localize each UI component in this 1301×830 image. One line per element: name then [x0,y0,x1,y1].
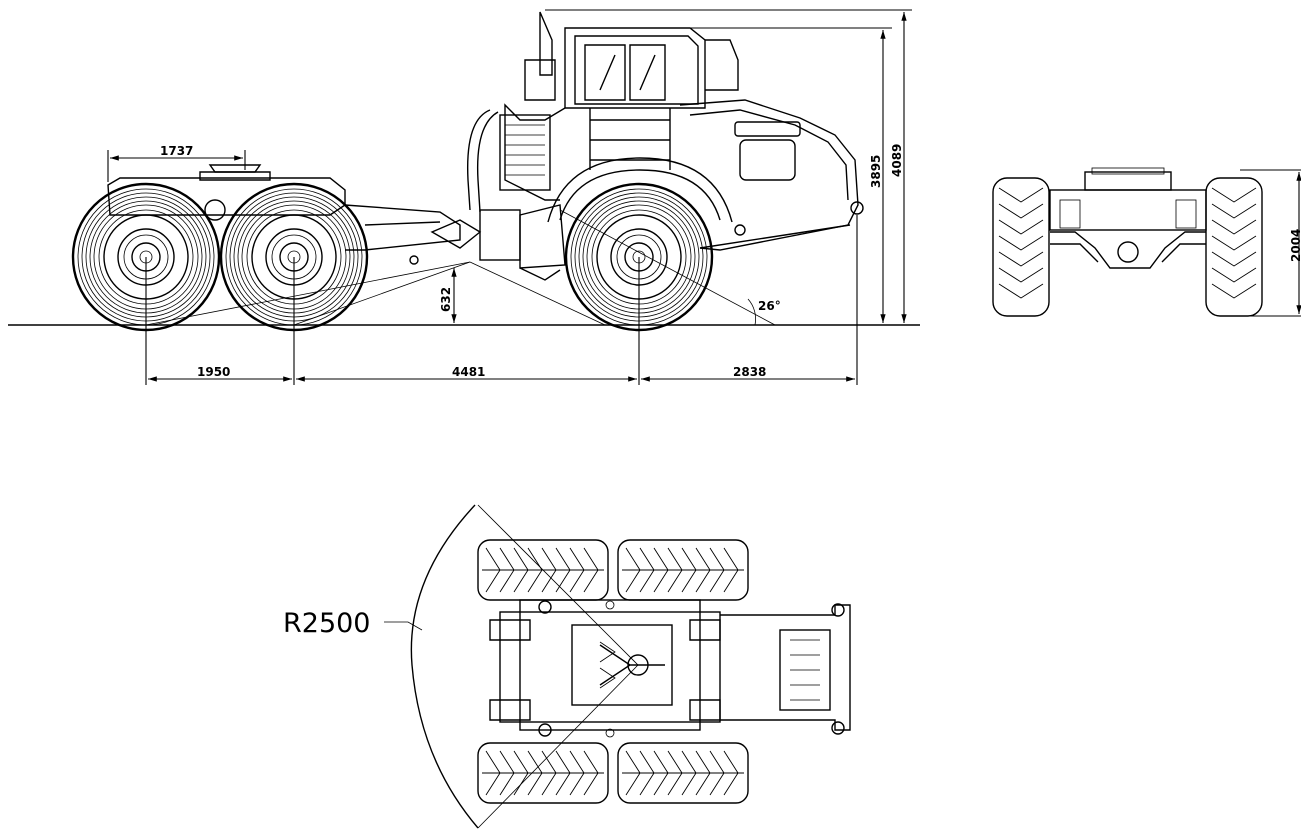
top-tire-rl-bottom [477,742,609,804]
top-view: R2500 [283,504,851,829]
rear-axle [1049,167,1207,269]
dim-4089-label: 4089 [890,144,904,177]
rear-chassis [107,164,461,265]
dim-heights: 3895 4089 [545,9,912,323]
angle-label: 26° [758,299,781,313]
dim-1737: 1737 [107,144,246,182]
dim-632: 632 [439,268,457,323]
dim-2838-label: 2838 [733,365,766,379]
tractor-body [430,11,864,281]
dim-4481-label: 4481 [452,365,485,379]
dim-632-label: 632 [439,287,453,312]
turning-radius-label: R2500 [283,608,370,639]
rear-view-tire-left [992,177,1050,317]
rear-view-tire-right [1205,177,1263,317]
top-tire-rr-top [617,539,749,601]
dim-chain-bottom: 1950 4481 2838 [145,215,858,385]
top-tire-rr-bottom [617,742,749,804]
dim-1737-label: 1737 [160,144,193,158]
dim-1950-label: 1950 [197,365,230,379]
rear-view: 2004 [992,167,1301,317]
dim-3895-label: 3895 [869,155,883,188]
top-chassis [489,599,851,738]
side-view: 26° 1737 1950 4481 2838 632 [8,9,920,385]
turning-radius-arc [410,504,479,829]
dim-2004-label: 2004 [1289,229,1301,262]
